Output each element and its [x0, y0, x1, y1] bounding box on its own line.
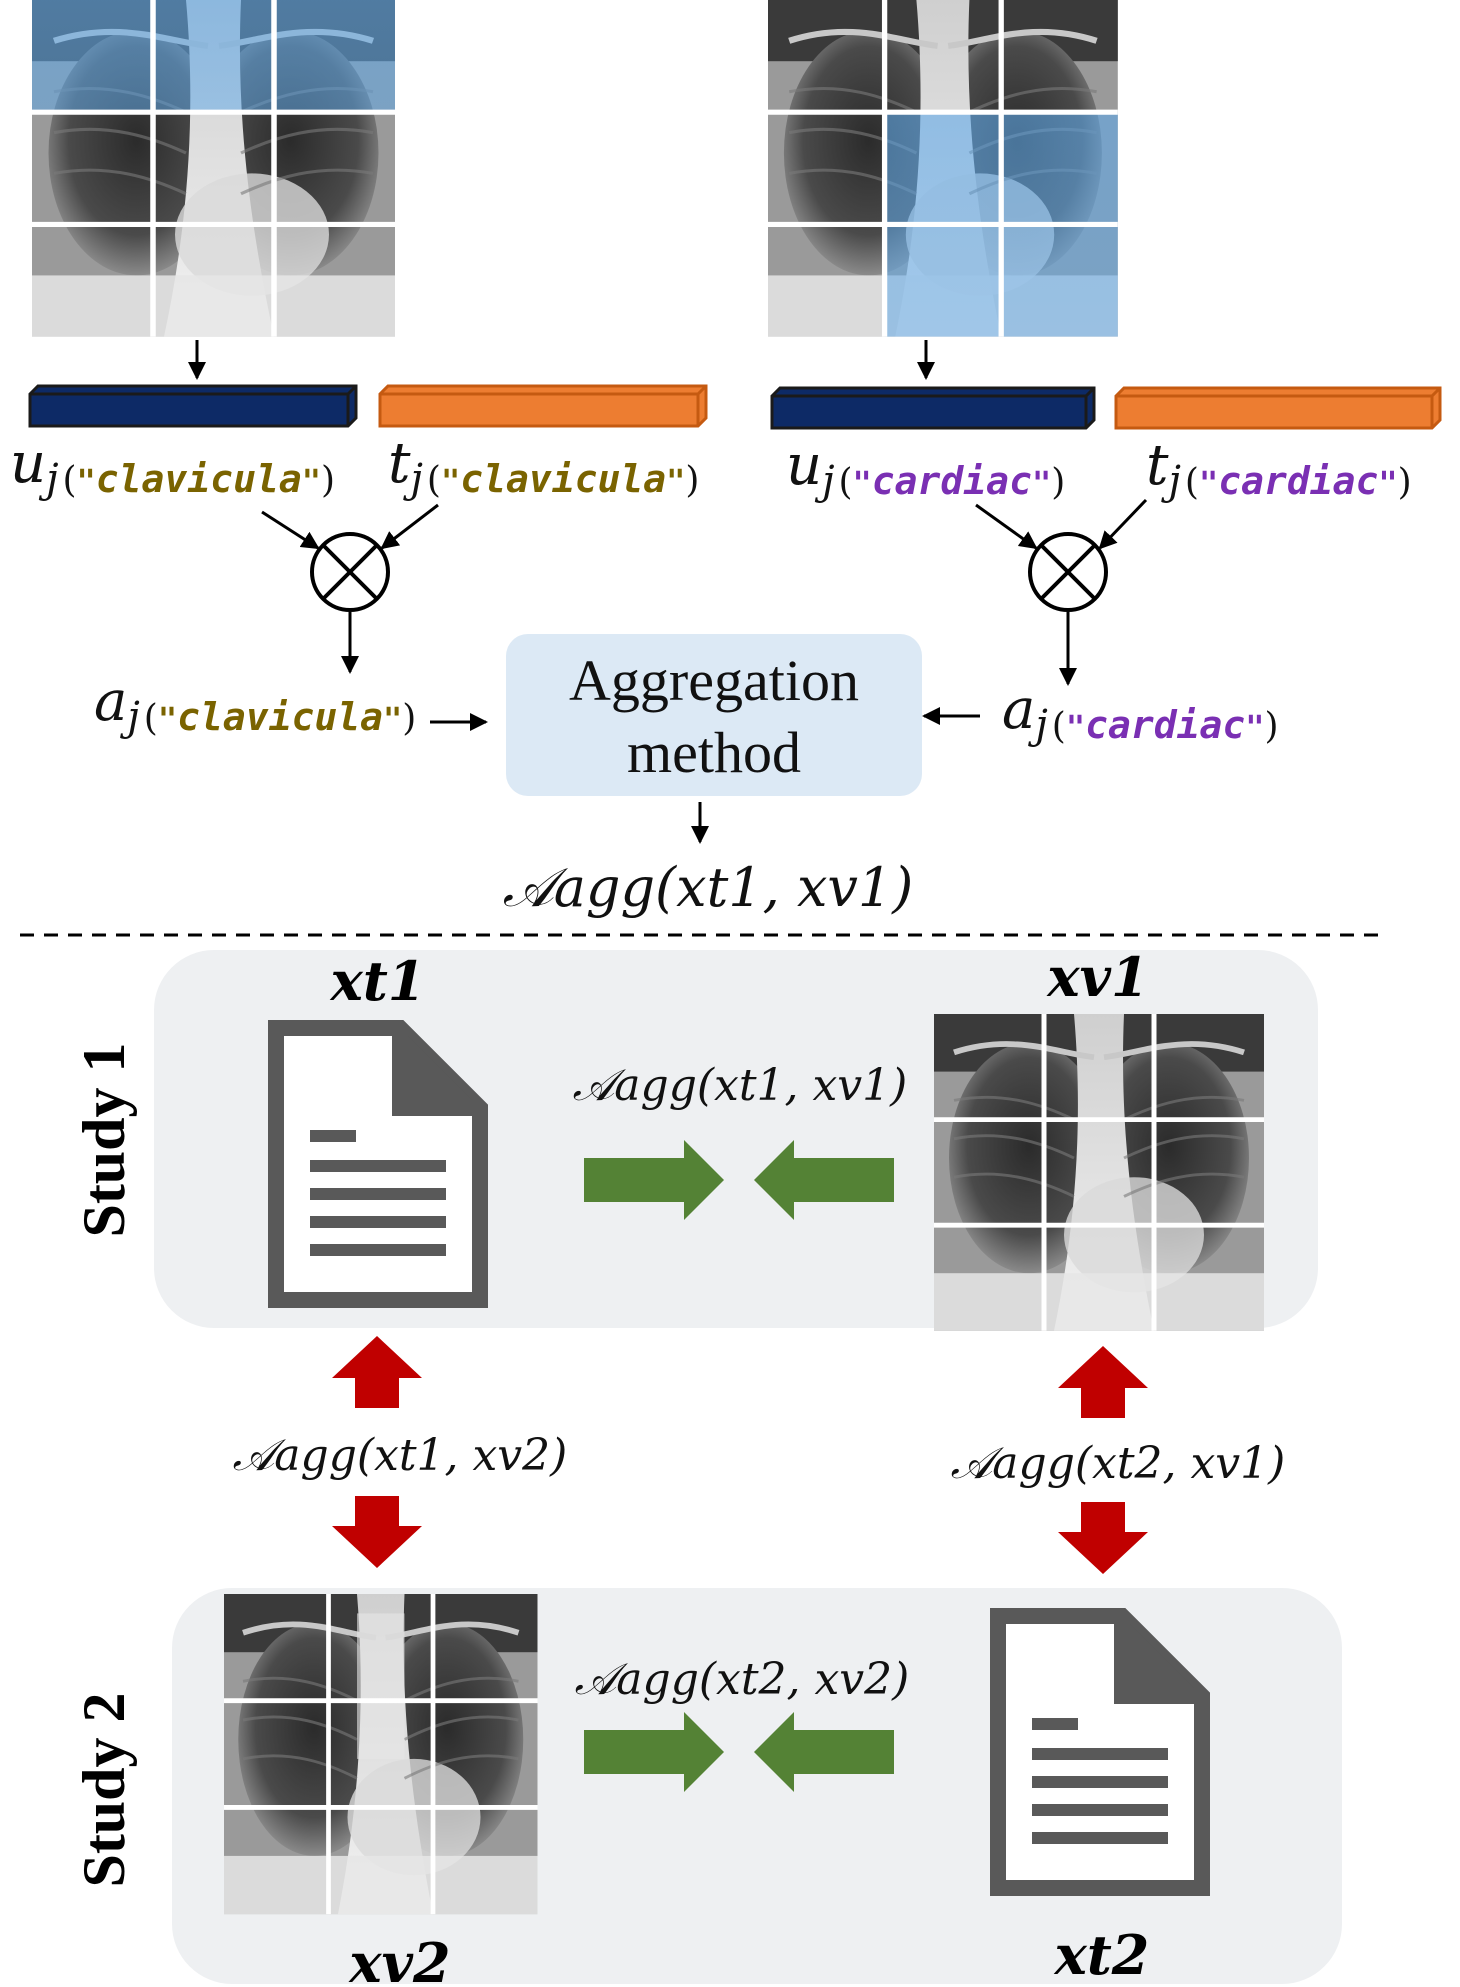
- multiply-icon-left: [310, 532, 390, 612]
- aggregation-method-box: Aggregation method: [506, 634, 922, 796]
- study1-text-var: xt1: [330, 949, 426, 1013]
- xray-image-right: [768, 0, 1118, 337]
- t-label-right: tj("cardiac"): [1146, 433, 1412, 504]
- u-label-left: uj("clavicula"): [10, 431, 335, 502]
- study2-pair-label: 𝒜agg(xt2, xv2): [575, 1654, 910, 1705]
- text-embedding-bar-left: [378, 384, 708, 428]
- cross-label-left: 𝒜agg(xt1, xv2): [233, 1430, 568, 1481]
- study1-pair-label: 𝒜agg(xt1, xv1): [573, 1060, 908, 1111]
- a-label-right: aj("cardiac"): [1002, 677, 1279, 748]
- study1-label: Study 1: [71, 1042, 137, 1237]
- red-up-arrow-right: [1058, 1346, 1148, 1418]
- visual-embedding-bar-left: [28, 384, 358, 428]
- study2-text-var: xt2: [1054, 1923, 1150, 1987]
- xray-image-study1: [934, 1014, 1264, 1331]
- aggregation-line2: method: [627, 720, 801, 785]
- multiply-icon-right: [1028, 532, 1108, 612]
- aggregation-output-label: 𝒜agg(xt1, xv1): [503, 856, 914, 919]
- arrow-u-to-mult-left: [261, 510, 320, 550]
- study1-image-var: xv1: [1046, 945, 1148, 1009]
- study2-label: Study 2: [71, 1692, 137, 1887]
- red-up-arrow-left: [332, 1336, 422, 1408]
- text-embedding-bar-right: [1114, 386, 1442, 430]
- t-label-left: tj("clavicula"): [388, 431, 699, 502]
- document-icon-study1: [276, 1028, 480, 1300]
- u-label-right: uj("cardiac"): [786, 433, 1065, 504]
- xray-image-study2: [224, 1594, 538, 1914]
- visual-embedding-bar-right: [770, 386, 1096, 430]
- a-label-left: aj("clavicula"): [94, 669, 416, 740]
- cross-label-right: 𝒜agg(xt2, xv1): [951, 1438, 1286, 1489]
- aggregation-line1: Aggregation: [569, 648, 859, 713]
- arrow-u-to-mult-right: [975, 503, 1038, 550]
- xray-image-left: [32, 0, 395, 337]
- document-icon-study2: [998, 1616, 1202, 1888]
- red-down-arrow-left: [332, 1496, 422, 1568]
- arrow-t-to-mult-left: [380, 503, 439, 550]
- study2-image-var: xv2: [348, 1931, 450, 1987]
- red-down-arrow-right: [1058, 1502, 1148, 1574]
- arrow-t-to-mult-right: [1098, 498, 1148, 550]
